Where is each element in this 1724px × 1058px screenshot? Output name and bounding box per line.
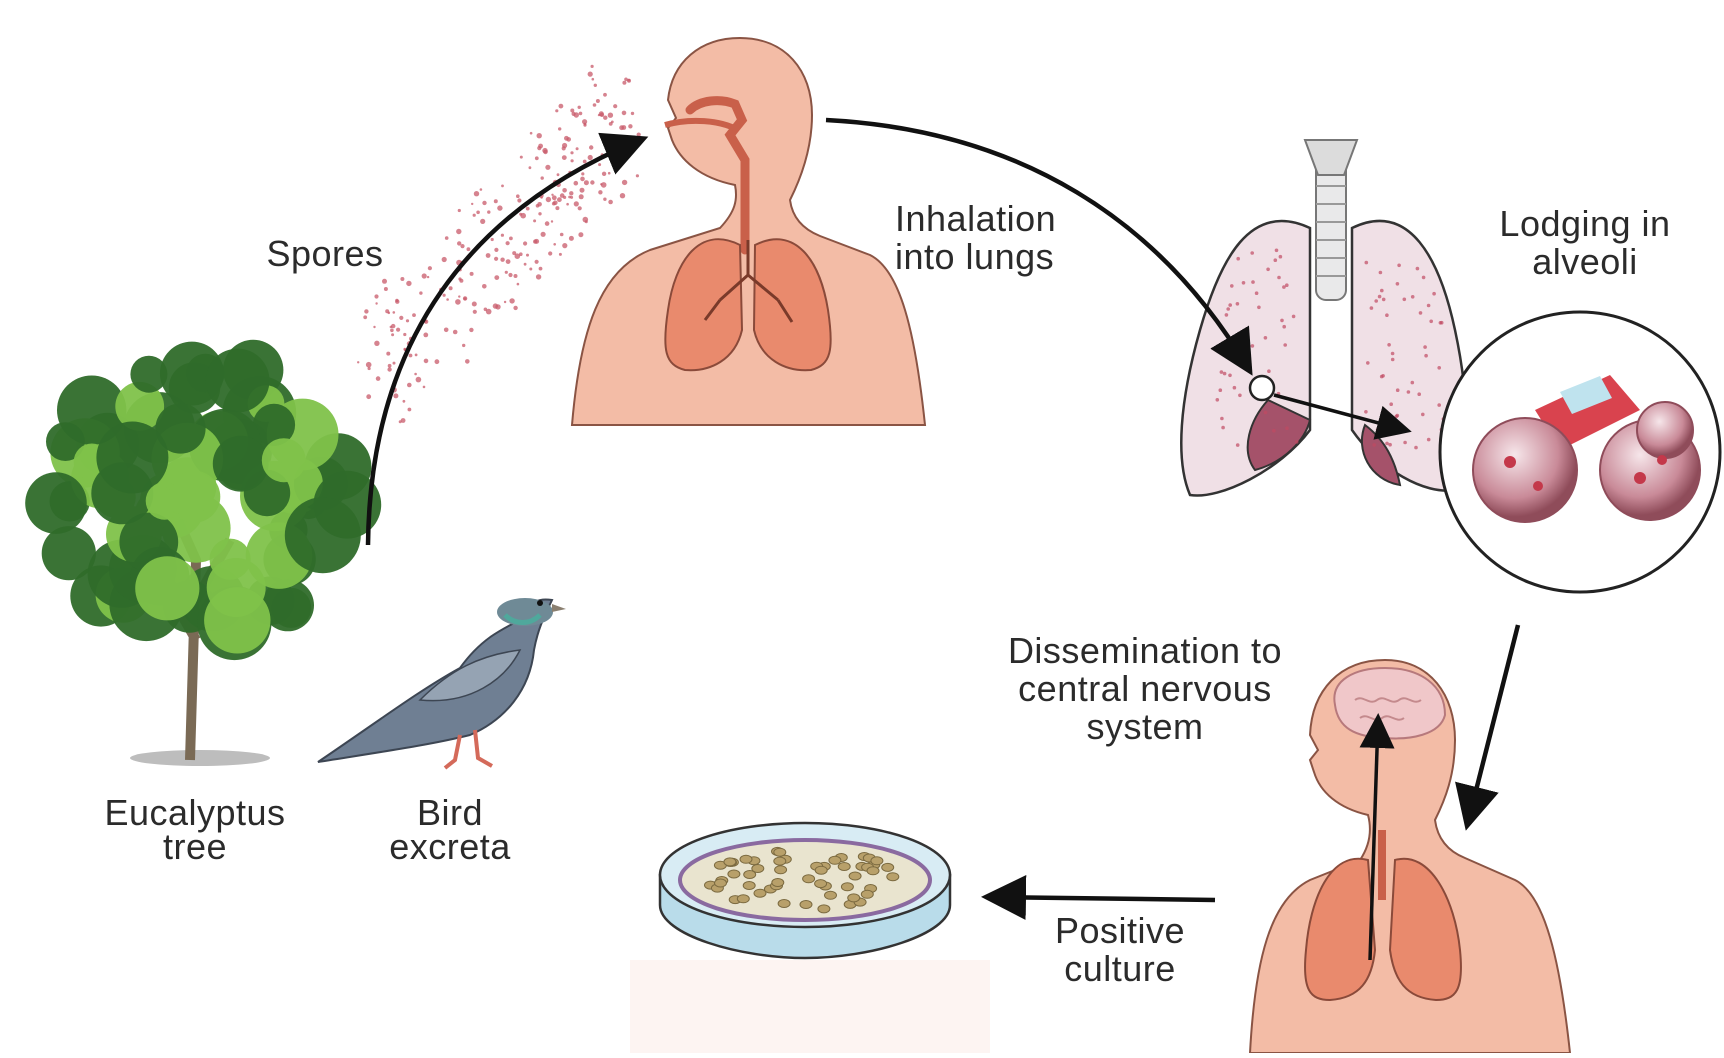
label-spores: Spores [240, 235, 410, 273]
label-lodging-alveoli: Lodging in alveoli [1460, 205, 1710, 281]
label-dissemination-cns: Dissemination to central nervous system [975, 632, 1315, 746]
alveoli-magnified-view [1440, 312, 1720, 592]
pigeon-illustration [318, 598, 566, 768]
lungs-anatomy [1181, 140, 1466, 496]
petri-dish-culture [630, 823, 990, 1053]
label-inhalation: Inhalation into lungs [895, 200, 1125, 276]
label-positive-culture: Positive culture [1015, 912, 1225, 988]
label-bird-excreta: Bird excreta [360, 796, 540, 864]
label-eucalyptus-tree: Eucalyptus tree [80, 796, 310, 864]
human-torso-inhaling [572, 38, 925, 425]
eucalyptus-tree-illustration [25, 340, 381, 766]
